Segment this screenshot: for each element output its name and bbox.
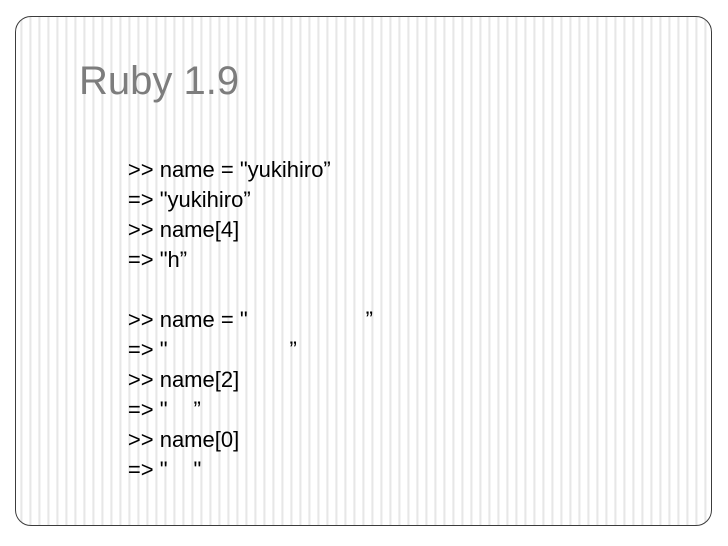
- console-line-11: => " ": [79, 425, 679, 482]
- console-line-4: => "h”: [79, 215, 679, 272]
- console-line-11-prefix: => ": [127, 457, 168, 482]
- console-line-9: => " ”: [79, 365, 679, 422]
- console-line-7: => " ”: [79, 305, 679, 362]
- console-line-6-prefix: >> name = ": [127, 307, 248, 332]
- console-line-9-suffix: ”: [193, 397, 201, 422]
- console-line-10-text: >> name[0]: [127, 427, 240, 452]
- console-line-1-text: >> name = "yukihiro”: [127, 157, 331, 182]
- console-line-9-prefix: => ": [127, 397, 168, 422]
- console-line-8: >> name[2]: [79, 335, 679, 392]
- console-line-1: >> name = "yukihiro”: [79, 125, 679, 182]
- console-line-8-text: >> name[2]: [127, 367, 240, 392]
- console-line-6-suffix: ”: [365, 307, 373, 332]
- console-line-3: >> name[4]: [79, 185, 679, 242]
- console-line-10: >> name[0]: [79, 395, 679, 452]
- console-line-7-suffix: ”: [289, 337, 297, 362]
- page-title: Ruby 1.9: [79, 59, 240, 103]
- console-line-7-prefix: => ": [127, 337, 168, 362]
- console-transcript: >> name = "yukihiro” => "yukihiro” >> na…: [79, 125, 679, 482]
- console-line-6: >> name = " ”: [79, 275, 679, 332]
- console-line-2-text: => "yukihiro”: [127, 187, 251, 212]
- console-line-2: => "yukihiro”: [79, 155, 679, 212]
- console-line-3-text: >> name[4]: [127, 217, 240, 242]
- console-line-11-suffix: ": [193, 457, 202, 482]
- slide-frame: Ruby 1.9 >> name = "yukihiro” => "yukihi…: [15, 16, 712, 526]
- console-line-4-text: => "h”: [127, 247, 188, 272]
